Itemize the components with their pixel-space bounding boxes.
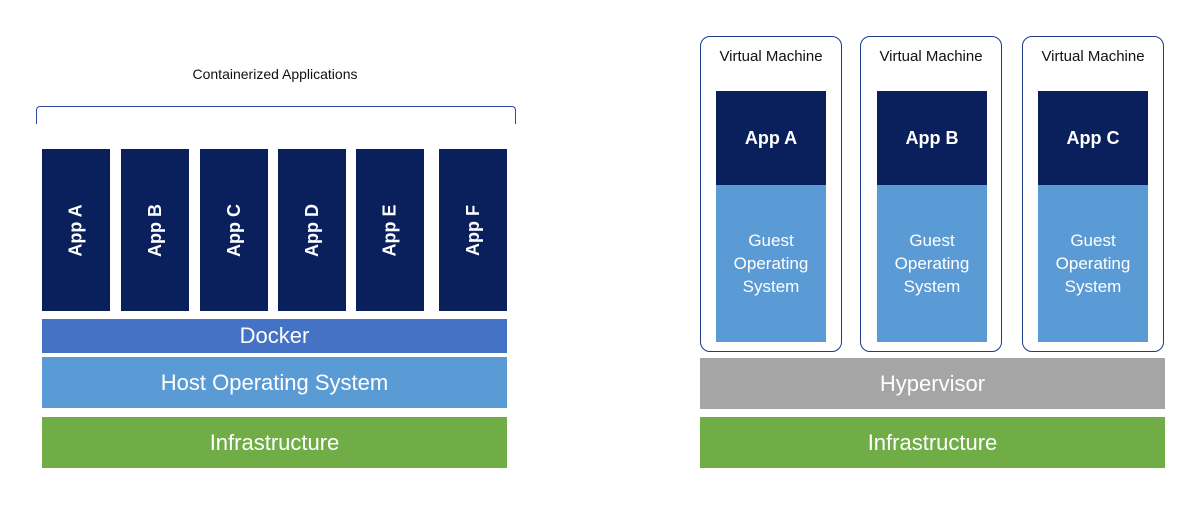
guest-os-line: System [742,277,800,296]
containerized-applications-caption: Containerized Applications [192,66,358,82]
vm-app-b: App B [877,91,987,185]
container-app-d: App D [278,149,346,311]
guest-os-line: System [1064,277,1122,296]
infrastructure-layer-left: Infrastructure [42,417,507,468]
hypervisor-layer: Hypervisor [700,358,1165,409]
guest-os-line: Guest [909,231,955,250]
container-app-e: App E [356,149,424,311]
guest-os-line: Operating [733,254,809,273]
app-label: App B [144,203,165,257]
container-app-c: App C [200,149,268,311]
vm-app-c: App C [1038,91,1148,185]
infrastructure-layer-right: Infrastructure [700,417,1165,468]
applications-brace [36,106,516,124]
guest-os-line: Operating [894,254,970,273]
guest-os-line: Guest [748,231,794,250]
docker-layer: Docker [42,319,507,353]
guest-os-1: Guest Operating System [716,185,826,342]
guest-os-line: Guest [1070,231,1116,250]
vm-title: Virtual Machine [879,48,983,65]
vm-title: Virtual Machine [719,48,823,65]
vm-app-a: App A [716,91,826,185]
app-label: App D [301,203,322,257]
guest-os-line: System [903,277,961,296]
app-label: App E [379,204,400,256]
app-label: App C [223,203,244,257]
app-label: App F [462,204,483,256]
host-os-layer: Host Operating System [42,357,507,408]
guest-os-2: Guest Operating System [877,185,987,342]
container-app-b: App B [121,149,189,311]
vm-title: Virtual Machine [1041,48,1145,65]
container-app-f: App F [439,149,507,311]
guest-os-3: Guest Operating System [1038,185,1148,342]
container-app-a: App A [42,149,110,311]
app-label: App A [65,203,86,257]
guest-os-line: Operating [1055,254,1131,273]
